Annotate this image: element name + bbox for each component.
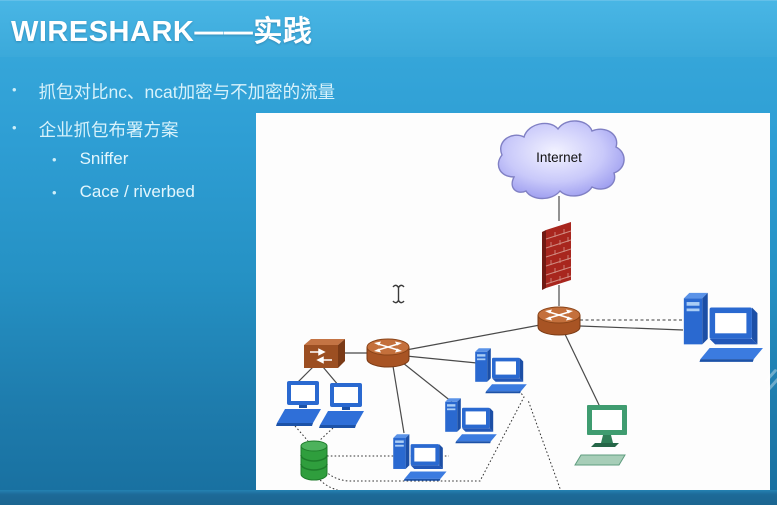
network-links [295, 196, 684, 434]
decorative-chevrons [763, 368, 777, 404]
link-router-pc-upper [405, 355, 478, 364]
lan-router-icon [366, 338, 410, 368]
analyst-pc-icon [683, 292, 763, 362]
dotted-ws1-db [294, 425, 309, 442]
link-router-pc-lower [391, 359, 405, 434]
desktop-pc-upper-icon [475, 348, 527, 394]
bullet-item: • 企业抓包布署方案 [12, 117, 179, 142]
workstation-2-icon [319, 383, 364, 428]
internet-label: Internet [536, 150, 582, 165]
capture-database-icon [300, 440, 328, 481]
network-diagram: Internet [276, 120, 763, 495]
switch-icon [303, 338, 346, 369]
link-router-pc-middle [397, 358, 453, 403]
monitor-terminal-icon [574, 404, 628, 466]
bullet-dot-icon: • [52, 185, 57, 200]
bottom-bar [0, 490, 777, 505]
bullet-dot-icon: • [12, 82, 17, 97]
workstation-1-icon [276, 381, 321, 426]
bullet-item: • 抓包对比nc、ncat加密与不加密的流量 [12, 79, 335, 104]
title-band [0, 0, 777, 57]
internet-cloud-icon: Internet [497, 120, 625, 200]
link-router-router [405, 324, 541, 351]
desktop-pc-lower-icon [393, 434, 447, 481]
network-diagram-panel: Internet [256, 113, 770, 495]
bullet-subitem: • Cace / riverbed [52, 182, 195, 204]
link-switch-ws2 [322, 366, 340, 387]
slide-title: WIRESHARK——实践 [11, 16, 313, 48]
link-router-analyst [579, 325, 684, 331]
firewall-icon [542, 222, 572, 290]
bullet-dot-icon: • [12, 120, 17, 135]
desktop-pc-middle-icon [445, 398, 497, 444]
edge-router-icon [537, 306, 581, 336]
dotted-ws2-db [318, 427, 334, 442]
bullet-dot-icon: • [52, 152, 57, 167]
link-router-terminal [562, 329, 601, 408]
text-cursor-icon [392, 284, 405, 304]
bullet-subitem: • Sniffer [52, 149, 128, 171]
